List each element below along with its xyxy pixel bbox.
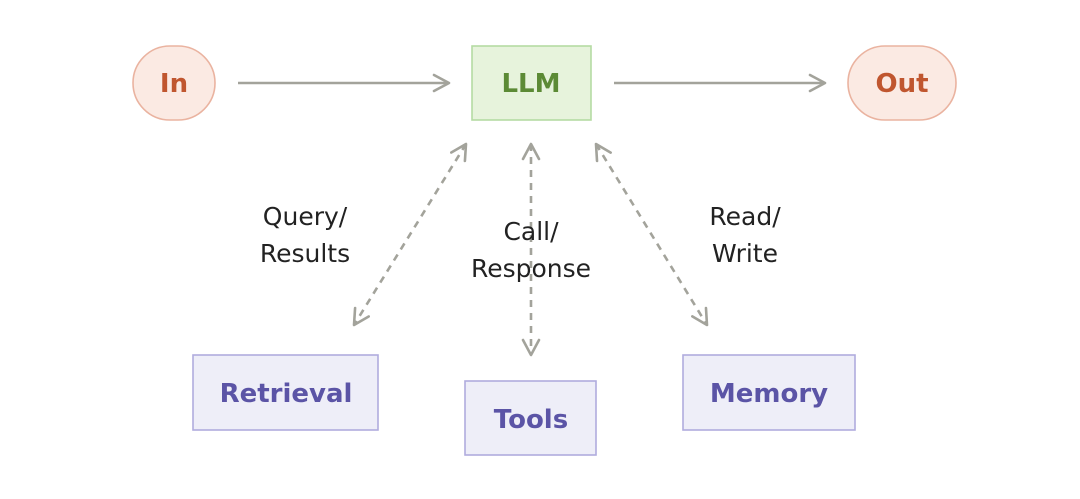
memory-edge-label-line-1: Read/ (709, 202, 781, 231)
memory-edge-label: Read/ Write (709, 202, 781, 268)
output-node: Out (847, 45, 957, 121)
input-node-label: In (160, 69, 188, 99)
input-node: In (132, 45, 216, 121)
arrow-llm-memory (594, 142, 709, 327)
llm-node: LLM (471, 45, 592, 121)
tools-edge-label-line-1: Call/ (503, 217, 559, 246)
tools-node: Tools (464, 380, 597, 456)
output-node-label: Out (875, 69, 928, 99)
retrieval-node-label: Retrieval (220, 379, 353, 409)
memory-node: Memory (682, 354, 856, 431)
llm-node-label: LLM (501, 69, 560, 99)
retrieval-edge-label: Query/ Results (260, 202, 350, 268)
tools-edge-label: Call/ Response (471, 217, 591, 283)
tools-node-label: Tools (494, 405, 568, 435)
arrow-llm-retrieval (352, 142, 468, 327)
memory-node-label: Memory (710, 379, 828, 409)
tools-edge-label-line-2: Response (471, 254, 591, 283)
retrieval-edge-label-line-1: Query/ (263, 202, 348, 231)
memory-edge-label-line-2: Write (712, 239, 778, 268)
retrieval-node: Retrieval (192, 354, 379, 431)
retrieval-edge-label-line-2: Results (260, 239, 350, 268)
